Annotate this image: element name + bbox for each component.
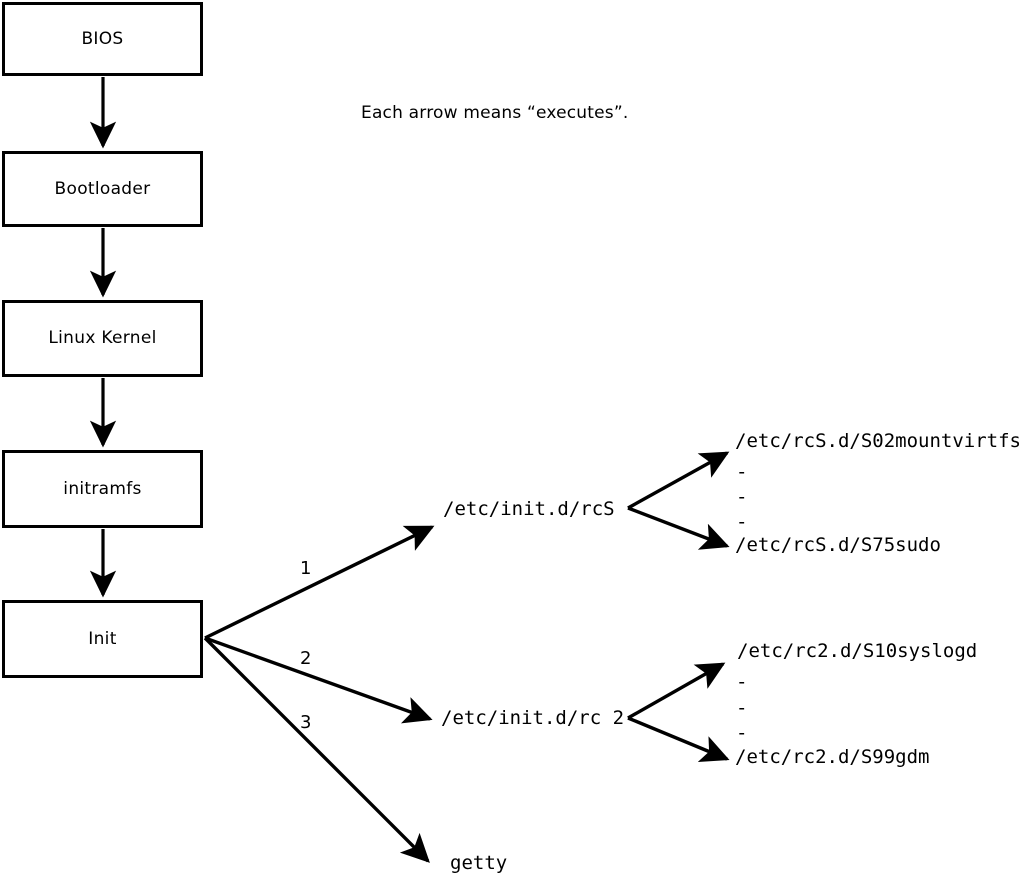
label-rcs-first-script[interactable]: /etc/rcS.d/S02mountvirtfs <box>735 430 1021 452</box>
label-rc2-last-script[interactable]: /etc/rc2.d/S99gdm <box>735 746 930 768</box>
node-initramfs-label: initramfs <box>63 478 142 499</box>
rcs-ellipsis-dash-2: - <box>736 486 748 508</box>
node-initramfs[interactable]: initramfs <box>2 450 203 528</box>
arrow-rc2-to-last-script <box>627 716 730 762</box>
arrow-init-to-rcs <box>204 525 435 640</box>
label-rcs-last-script[interactable]: /etc/rcS.d/S75sudo <box>735 534 941 556</box>
branch-number-2: 2 <box>300 648 312 669</box>
rc2-ellipsis-dash-1: - <box>736 671 748 693</box>
node-init-label: Init <box>88 628 117 649</box>
node-bios[interactable]: BIOS <box>2 2 203 76</box>
rcs-ellipsis-dash-3: - <box>736 511 748 533</box>
node-bootloader-label: Bootloader <box>54 178 151 199</box>
rc2-ellipsis-dash-2: - <box>736 697 748 719</box>
legend-note: Each arrow means “executes”. <box>361 103 629 123</box>
node-bootloader[interactable]: Bootloader <box>2 151 203 227</box>
rcs-ellipsis-dash-1: - <box>736 461 748 483</box>
arrow-rcs-to-last-script <box>627 506 730 550</box>
label-rc2-first-script[interactable]: /etc/rc2.d/S10syslogd <box>737 640 978 662</box>
arrow-rc2-to-first-script <box>627 662 726 720</box>
branch-number-1: 1 <box>300 558 312 579</box>
node-bios-label: BIOS <box>81 28 124 49</box>
label-etc-init-d-rcs[interactable]: /etc/init.d/rcS <box>443 498 615 520</box>
arrow-init-to-getty <box>203 636 430 863</box>
arrow-rcs-to-first-script <box>627 451 730 510</box>
label-getty[interactable]: getty <box>450 852 508 874</box>
branch-number-3: 3 <box>300 712 312 733</box>
arrow-init-to-rc2 <box>204 636 433 724</box>
rc2-ellipsis-dash-3: - <box>736 722 748 744</box>
node-linux-kernel-label: Linux Kernel <box>48 328 157 348</box>
node-linux-kernel[interactable]: Linux Kernel <box>2 300 203 377</box>
node-init[interactable]: Init <box>2 600 203 678</box>
label-etc-init-d-rc-2[interactable]: /etc/init.d/rc 2 <box>441 707 625 729</box>
